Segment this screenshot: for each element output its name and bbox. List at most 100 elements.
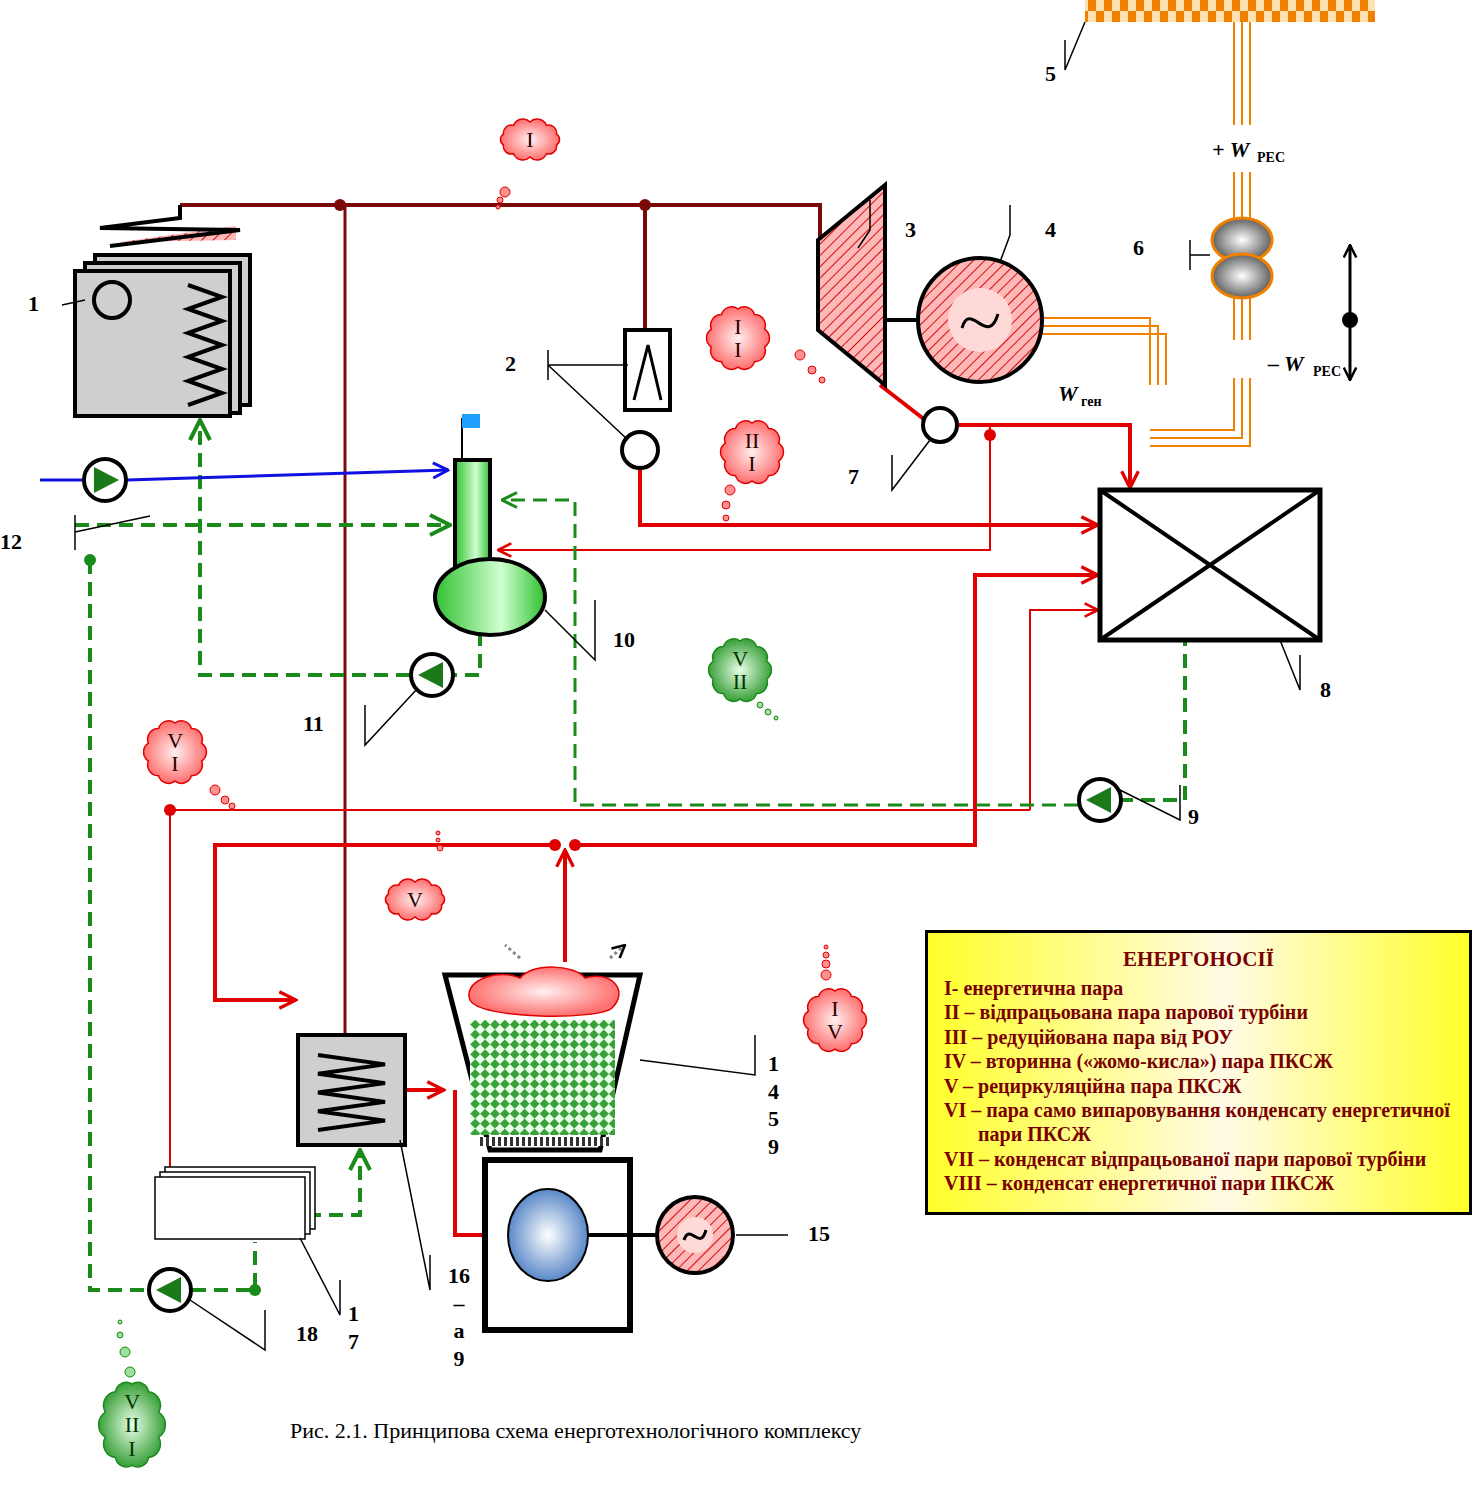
pipe-line (563, 850, 567, 962)
junction-dot (164, 804, 176, 816)
bubble-trail (823, 952, 829, 958)
pump-symbol (149, 1269, 191, 1311)
bubble-trail (795, 350, 805, 360)
pipe-line (1233, 298, 1235, 340)
callout-number: 16 – а 9 (448, 1262, 470, 1372)
bubble-trail (722, 501, 730, 509)
legend-entry: VII – конденсат відпрацьованої пари паро… (944, 1147, 1453, 1171)
bubble-trail (757, 702, 763, 708)
pipe-line (502, 500, 1078, 805)
bubble-trail (436, 831, 440, 835)
pipe-line (1249, 298, 1251, 340)
bubble-trail (819, 377, 825, 383)
callout-number: 8 (1320, 678, 1331, 702)
energy-carrier-cloud: V (378, 873, 452, 926)
callout-number: 10 (613, 628, 635, 652)
coil-winding (188, 285, 222, 405)
bubble-trail (436, 838, 440, 842)
junction-dot (84, 554, 96, 566)
subscript-text: ген (1081, 394, 1101, 409)
pipe-line (1249, 22, 1251, 125)
pipe-line (1150, 378, 1250, 446)
callout-number: 12 (0, 530, 22, 554)
junction-dot (639, 199, 651, 211)
pipe-line (406, 1088, 444, 1092)
bubble-trail (497, 197, 503, 203)
callout-number: 18 (296, 1322, 318, 1346)
pipe-line (127, 470, 448, 480)
coil-winding (318, 1055, 385, 1130)
legend-entry: IV – вторинна («жомо-кисла») пара ПКСЖ (944, 1049, 1453, 1073)
power-symbol: – W (1268, 352, 1304, 376)
bubble-trail (725, 485, 735, 495)
pipe-line (640, 468, 1098, 525)
figure-caption: Рис. 2.1. Принципова схема енерготехноло… (290, 1418, 861, 1444)
pipe-line (1122, 632, 1185, 800)
bubble-trail (500, 187, 510, 197)
pipe-line (1233, 22, 1235, 125)
legend-entry: II – відпрацьована пара парової турбіни (944, 1000, 1453, 1024)
legend-entry: V – рециркуляційна пара ПКСЖ (944, 1074, 1453, 1098)
pipe-line (170, 809, 1030, 811)
subscript-text: РЕС (1257, 150, 1285, 165)
pump-symbol (1079, 779, 1121, 821)
carrier-numeral: V I (167, 729, 183, 775)
callout-number: 1 4 5 9 (768, 1050, 779, 1160)
callout-number: 9 (1188, 805, 1199, 829)
carrier-numeral: V II (732, 647, 748, 693)
energy-carrier-cloud: I I (701, 300, 775, 376)
pipe-line (1249, 172, 1251, 220)
carrier-numeral: V II I (124, 1390, 140, 1459)
bubble-trail (120, 1347, 130, 1357)
pipe-line (90, 560, 148, 1290)
energy-carrier-cloud: V II (703, 632, 777, 708)
energy-carrier-cloud: I (493, 113, 567, 166)
pipe-line (880, 385, 925, 420)
pipe-line (192, 1242, 255, 1290)
pipe-line (1040, 318, 1150, 385)
callout-number: 3 (905, 218, 916, 242)
bubble-trail (822, 960, 830, 968)
bubble-trail (125, 1367, 135, 1377)
legend-panel: ЕНЕРГОНОСІЇI- енергетична параII – відпр… (925, 930, 1472, 1215)
callout-number: 1 7 (348, 1300, 359, 1355)
carrier-numeral: I (526, 128, 533, 151)
bubble-trail (821, 970, 831, 980)
carrier-numeral: V (407, 888, 423, 911)
pipe-line (1241, 298, 1243, 340)
callout-number: 7 (848, 465, 859, 489)
energy-carrier-cloud: V II I (95, 1375, 169, 1474)
pipe-line (1030, 610, 1098, 810)
legend-entry: III – редуційована пара від РОУ (944, 1025, 1453, 1049)
pipe-line (200, 420, 410, 675)
callout-number: 1 (28, 292, 39, 316)
legend-entry: I- енергетична пара (944, 976, 1453, 1000)
bubble-trail (824, 945, 828, 949)
power-symbol: + W (1212, 138, 1249, 162)
bubble-trail (229, 803, 235, 809)
carrier-numeral: I I (734, 315, 741, 361)
bubble-trail (774, 716, 778, 720)
subscript-text: РЕС (1313, 364, 1341, 379)
pipe-line (169, 810, 171, 1177)
power-symbol: W (1058, 382, 1078, 406)
pipe-line (643, 205, 647, 330)
callout-number: 5 (1045, 62, 1056, 86)
bubble-trail (765, 709, 771, 715)
carrier-numeral: I V (827, 997, 843, 1043)
energy-carrier-cloud: II I (715, 414, 789, 490)
bubble-trail (210, 785, 220, 795)
pipe-line (1233, 172, 1235, 220)
pipe-line (957, 425, 1130, 488)
junction-dot (569, 839, 581, 851)
junction-dot (334, 199, 346, 211)
callout-number: 11 (303, 712, 324, 736)
bubble-trail (723, 515, 729, 521)
legend-entry: VIII – конденсат енергетичної пари ПКСЖ (944, 1171, 1453, 1195)
carrier-numeral: II I (745, 429, 760, 475)
junction-dot (249, 1284, 261, 1296)
bubble-trail (221, 796, 229, 804)
callout-number: 15 (808, 1222, 830, 1246)
bubble-trail (437, 845, 443, 851)
